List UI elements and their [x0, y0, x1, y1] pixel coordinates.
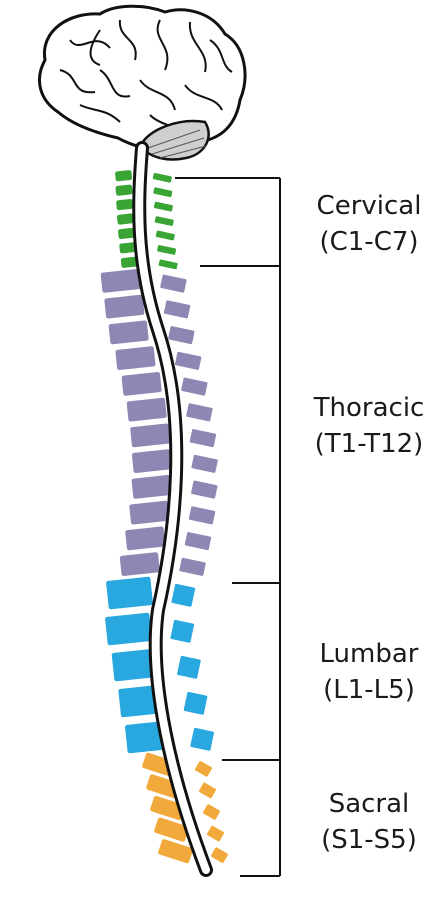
- thoracic-name: Thoracic: [300, 390, 438, 426]
- thoracic-vertebra-body-11: [124, 525, 166, 551]
- lumbar-label: Lumbar (L1-L5): [300, 636, 438, 708]
- thoracic-vertebra-process-11: [184, 531, 213, 551]
- cervical-name: Cervical: [300, 188, 438, 224]
- lumbar-vertebra-process-2: [169, 619, 195, 644]
- sacral-vertebra-process-2: [197, 781, 217, 800]
- lumbar-vertebra-process-1: [170, 583, 196, 608]
- thoracic-vertebra-body-3: [108, 319, 150, 345]
- cervical-vertebra-process-4: [154, 215, 175, 227]
- thoracic-vertebra-process-8: [190, 454, 219, 474]
- brain-icon: [39, 6, 245, 159]
- thoracic-vertebra-process-2: [163, 299, 192, 319]
- thoracic-vertebra-process-5: [180, 376, 209, 396]
- thoracic-vertebra-process-1: [159, 273, 188, 293]
- thoracic-label: Thoracic (T1-T12): [300, 390, 438, 462]
- cervical-vertebra-body-1: [114, 169, 133, 182]
- thoracic-vertebra-body-4: [114, 345, 156, 371]
- lumbar-name: Lumbar: [300, 636, 438, 672]
- sacral-vertebra-process-1: [193, 759, 213, 778]
- thoracic-vertebra-process-12: [178, 557, 207, 577]
- sacral-label: Sacral (S1-S5): [300, 786, 438, 858]
- sacral-vertebra-process-4: [205, 824, 225, 843]
- cervical-vertebra-process-2: [152, 186, 173, 198]
- thoracic-vertebra-body-2: [103, 294, 145, 320]
- sacral-name: Sacral: [300, 786, 438, 822]
- thoracic-range: (T1-T12): [300, 426, 438, 462]
- cervical-range: (C1-C7): [300, 224, 438, 260]
- cervical-vertebra-process-1: [152, 172, 173, 184]
- cervical-vertebra-body-4: [116, 212, 135, 225]
- cervical-vertebra-body-3: [115, 198, 134, 211]
- lumbar-vertebra-body-1: [105, 576, 154, 611]
- thoracic-vertebra-process-6: [185, 402, 214, 422]
- thoracic-vertebra-body-6: [126, 397, 168, 423]
- sacral-range: (S1-S5): [300, 822, 438, 858]
- thoracic-vertebra-body-8: [131, 448, 173, 474]
- sacral-vertebra-process-5: [209, 846, 229, 865]
- thoracic-vertebra-body-12: [119, 551, 161, 577]
- thoracic-vertebra-process-4: [174, 351, 203, 371]
- sacral-vertebra-process-3: [201, 803, 221, 822]
- cervical-vertebra-body-2: [114, 184, 133, 197]
- lumbar-vertebra-process-5: [189, 727, 215, 752]
- thoracic-vertebra-body-5: [121, 371, 163, 397]
- cervical-vertebra-process-7: [158, 258, 179, 270]
- thoracic-vertebra-body-1: [100, 268, 142, 294]
- cervical-vertebra-process-6: [156, 244, 177, 256]
- thoracic-vertebra-process-7: [189, 428, 218, 448]
- thoracic-vertebra-process-9: [190, 479, 219, 499]
- lumbar-vertebra-process-4: [183, 691, 209, 716]
- thoracic-vertebra-process-3: [167, 325, 196, 345]
- thoracic-vertebra-body-9: [131, 474, 173, 500]
- thoracic-vertebra-body-7: [129, 422, 171, 448]
- cervical-label: Cervical (C1-C7): [300, 188, 438, 260]
- cervical-vertebra-process-5: [155, 230, 176, 242]
- lumbar-vertebra-process-3: [176, 655, 202, 680]
- thoracic-vertebra-body-10: [128, 500, 170, 526]
- thoracic-vertebra-process-10: [188, 505, 217, 525]
- lumbar-vertebra-body-2: [104, 612, 153, 647]
- lumbar-range: (L1-L5): [300, 672, 438, 708]
- bracket-lines: [175, 178, 280, 876]
- cervical-vertebra-process-3: [153, 201, 174, 213]
